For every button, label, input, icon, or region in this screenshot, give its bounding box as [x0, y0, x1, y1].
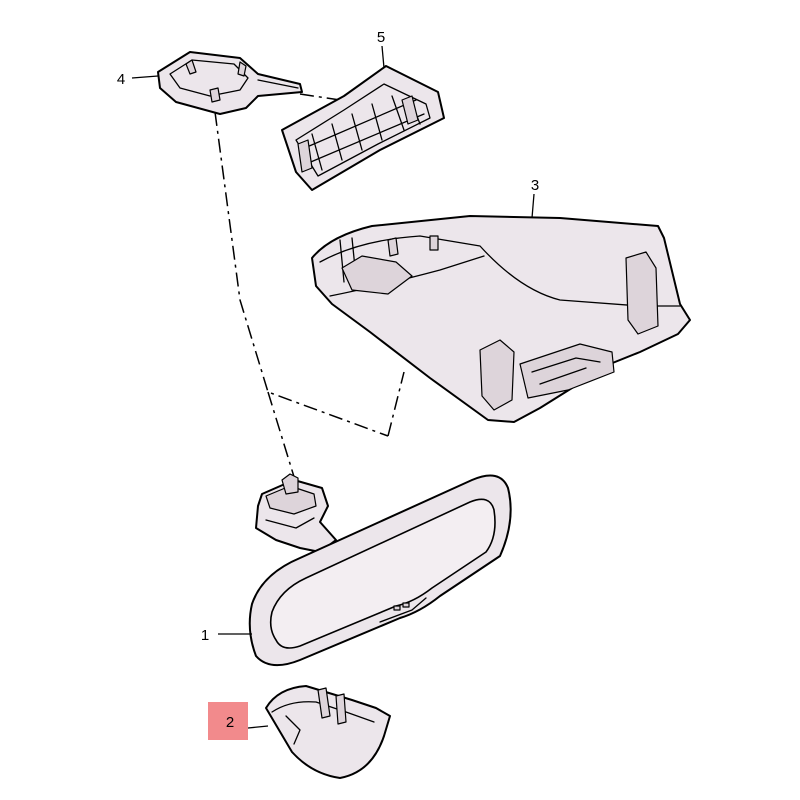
- part-3-front-post: [479, 339, 515, 411]
- part-3-cover: [311, 215, 691, 423]
- assembly-line-to-cover: [387, 371, 405, 437]
- leader-2: [247, 725, 269, 729]
- callout-4[interactable]: 4: [117, 71, 125, 88]
- leader-5: [381, 45, 385, 69]
- part-4-body: [157, 51, 303, 115]
- part-5-clip-left: [297, 139, 313, 173]
- part-5-frame: [295, 83, 431, 177]
- mirror-mount: [255, 473, 337, 553]
- part-4-clip-left: [185, 59, 197, 75]
- part-5-clip-right: [401, 95, 419, 125]
- callout-1[interactable]: 1: [201, 627, 209, 644]
- mirror-lower-lip: [379, 597, 427, 623]
- cover-2-shell: [265, 685, 391, 779]
- part-5-ribs: [311, 95, 421, 171]
- part-5-body: [281, 65, 445, 191]
- part-1-mirror: [248, 474, 512, 667]
- cover-2-tab-a: [317, 687, 331, 719]
- part-3-tab-a: [387, 237, 399, 257]
- callout-2[interactable]: 2: [226, 714, 234, 731]
- part-3-socket: [341, 255, 413, 295]
- assembly-line-to-mount: [267, 391, 296, 481]
- cover-2-rim: [271, 701, 375, 723]
- part-2-cover: [265, 685, 391, 779]
- part-5-cross-ribs: [299, 99, 425, 165]
- assembly-lines: [214, 93, 405, 481]
- part-4-clip-right: [237, 61, 247, 77]
- assembly-line-4-to-5: [299, 93, 341, 101]
- part-4-arm: [257, 79, 299, 89]
- part-3-floor-plate: [519, 343, 615, 399]
- part-3-right-post: [625, 251, 659, 335]
- callout-5[interactable]: 5: [377, 29, 385, 46]
- cover-2-tab-b: [335, 693, 347, 725]
- cover-2-inner-detail: [285, 715, 301, 745]
- part-5-holder: [281, 65, 445, 191]
- part-3-upper-edge: [319, 235, 681, 307]
- part-3-floor-ribs: [531, 357, 601, 385]
- part-4-inner-rim: [169, 59, 249, 97]
- part-4-bracket: [157, 51, 303, 115]
- mount-clip: [281, 473, 299, 495]
- mount-seam: [265, 517, 315, 529]
- callout-labels: 1 2 3 4 5: [117, 29, 539, 731]
- part-3-tab-b: [429, 235, 439, 251]
- mirror-sensor-1: [393, 605, 401, 611]
- leader-lines: [131, 45, 535, 729]
- mirror-sensor-2: [402, 602, 410, 608]
- part-4-clip-front: [209, 87, 221, 103]
- callout-2-highlight: [208, 702, 248, 740]
- callout-3[interactable]: 3: [531, 177, 539, 194]
- leader-4: [131, 75, 159, 79]
- assembly-line-4-to-3: [214, 111, 389, 437]
- leader-3: [531, 193, 535, 219]
- mirror-glass: [269, 498, 496, 649]
